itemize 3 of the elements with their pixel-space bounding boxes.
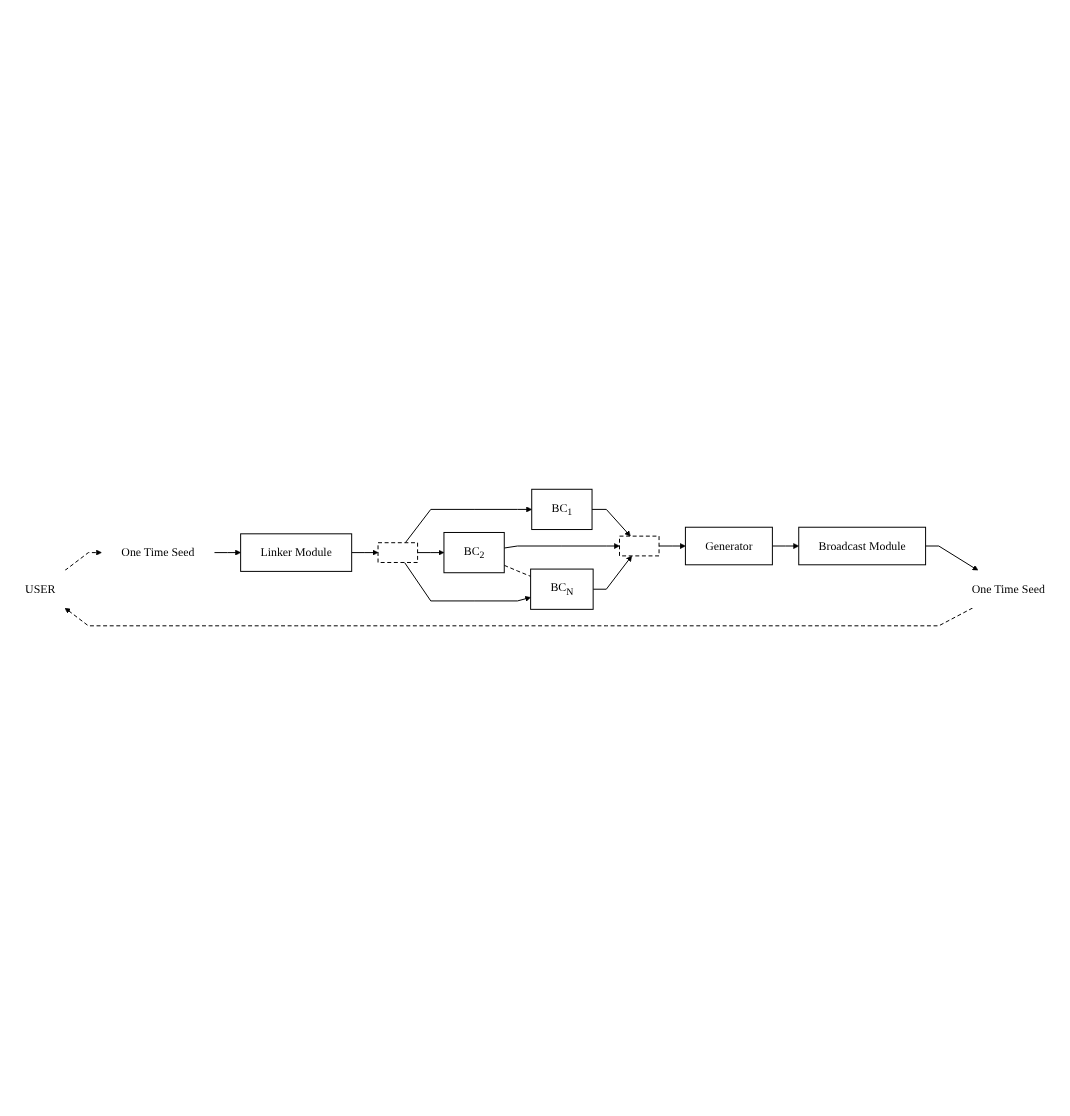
node-bar	[619, 536, 660, 557]
connector	[503, 565, 532, 578]
node-bar	[377, 542, 419, 564]
